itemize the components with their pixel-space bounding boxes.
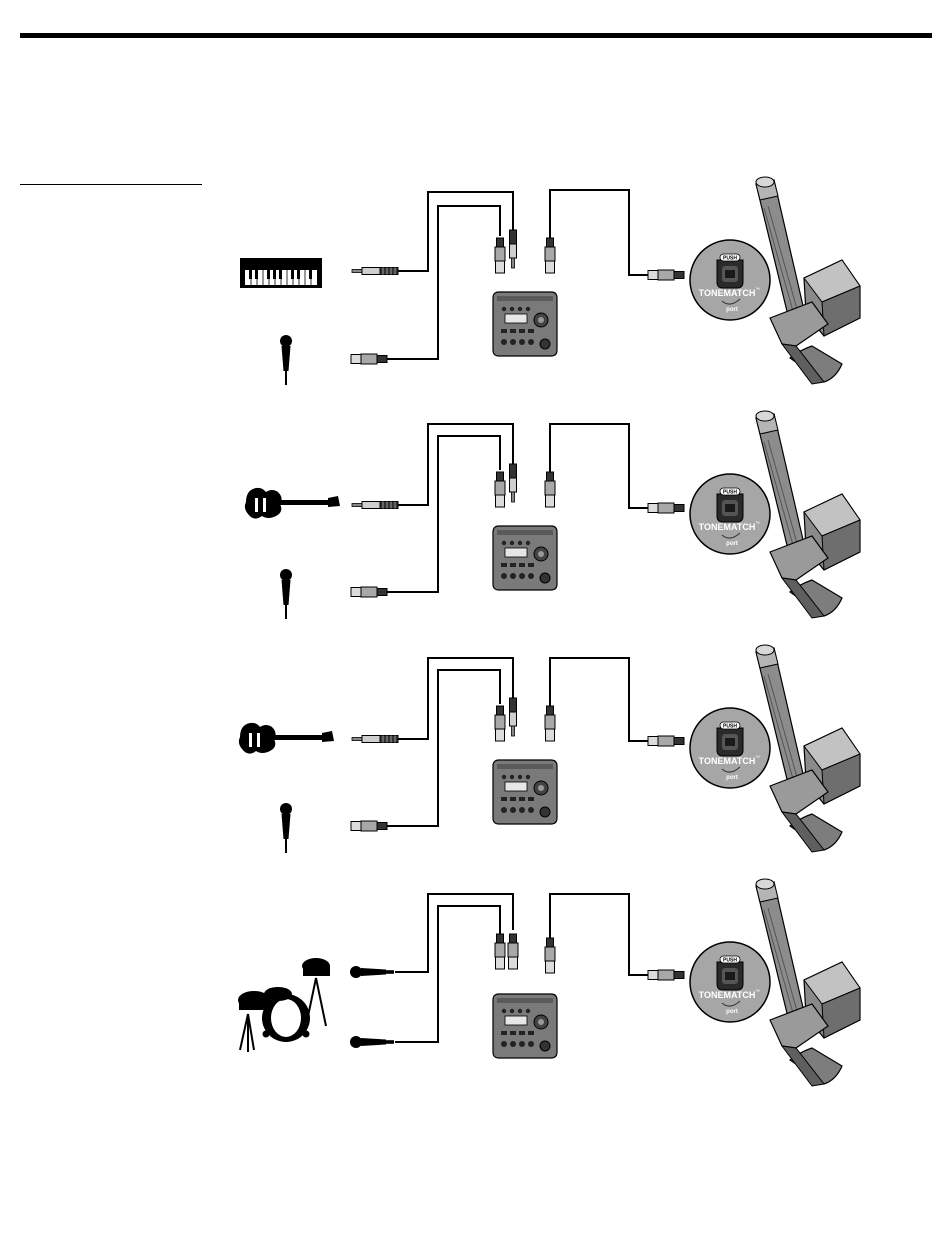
t1-input-plug-icon: [510, 230, 517, 268]
quarter-inch-plug-icon: [352, 268, 398, 275]
t1-audio-engine-icon: [493, 994, 557, 1058]
t1-audio-engine-icon: [493, 760, 557, 824]
setup-row-keyboard: PUSH TONEMATCH ™ port: [240, 177, 860, 385]
tonematch-label: TONEMATCH: [699, 990, 756, 1000]
port-label: port: [726, 307, 738, 313]
t1-audio-engine-icon: [493, 526, 557, 590]
t1-input-plug-icon: [510, 698, 517, 736]
quarter-inch-plug-icon: [352, 502, 398, 509]
tonematch-port-badge: PUSH TONEMATCH ™ port: [690, 708, 770, 788]
t1-output-plug-icon: [545, 706, 555, 741]
column-speaker-icon: [756, 177, 860, 384]
t1-output-plug-icon: [545, 938, 555, 973]
xlr-plug-icon: [351, 821, 387, 831]
trademark-label: ™: [755, 755, 760, 761]
port-label: port: [726, 541, 738, 547]
xlr-plug-icon: [351, 587, 387, 597]
handheld-mic-icon: [280, 335, 292, 385]
push-label: PUSH: [723, 256, 737, 262]
tonematch-label: TONEMATCH: [699, 756, 756, 766]
tonematch-port-badge: PUSH TONEMATCH ™ port: [690, 240, 770, 320]
trademark-label: ™: [755, 521, 760, 527]
xlr-plug-icon: [648, 736, 684, 746]
quarter-inch-plug-icon: [352, 736, 398, 743]
setup-row-guitar-1: PUSH TONEMATCH ™ port: [245, 411, 860, 619]
tonematch-label: TONEMATCH: [699, 522, 756, 532]
t1-audio-engine-icon: [493, 292, 557, 356]
push-label: PUSH: [723, 958, 737, 964]
t1-output-plug-icon: [545, 472, 555, 507]
xlr-plug-icon: [648, 503, 684, 513]
drum-kit-icon: [238, 958, 330, 1052]
tonematch-label: TONEMATCH: [699, 288, 756, 298]
t1-input-plug-icon: [495, 238, 505, 273]
setup-row-guitar-2: PUSH TONEMATCH ™ port: [239, 645, 860, 853]
column-speaker-icon: [756, 879, 860, 1086]
t1-output-plug-icon: [545, 238, 555, 273]
handheld-mic-icon: [280, 803, 292, 853]
port-label: port: [726, 775, 738, 781]
xlr-plug-icon: [648, 970, 684, 980]
trademark-label: ™: [755, 989, 760, 995]
t1-input-plug-icon: [495, 934, 505, 969]
handheld-mic-icon: [350, 1036, 394, 1048]
t1-input-plug-icon: [510, 464, 517, 502]
t1-input-plug-icon: [508, 934, 518, 969]
electric-guitar-icon: [239, 723, 334, 754]
port-label: port: [726, 1009, 738, 1015]
xlr-plug-icon: [648, 270, 684, 280]
t1-input-plug-icon: [495, 706, 505, 741]
column-speaker-icon: [756, 645, 860, 852]
xlr-plug-icon: [351, 354, 387, 364]
handheld-mic-icon: [280, 569, 292, 619]
tonematch-port-badge: PUSH TONEMATCH ™ port: [690, 942, 770, 1022]
column-speaker-icon: [756, 411, 860, 618]
setup-row-drums: PUSH TONEMATCH ™ port: [238, 879, 860, 1086]
tonematch-port-badge: PUSH TONEMATCH ™ port: [690, 474, 770, 554]
trademark-label: ™: [755, 287, 760, 293]
handheld-mic-icon: [350, 966, 394, 978]
push-label: PUSH: [723, 724, 737, 730]
electric-guitar-icon: [245, 488, 340, 519]
push-label: PUSH: [723, 490, 737, 496]
t1-input-plug-icon: [495, 472, 505, 507]
